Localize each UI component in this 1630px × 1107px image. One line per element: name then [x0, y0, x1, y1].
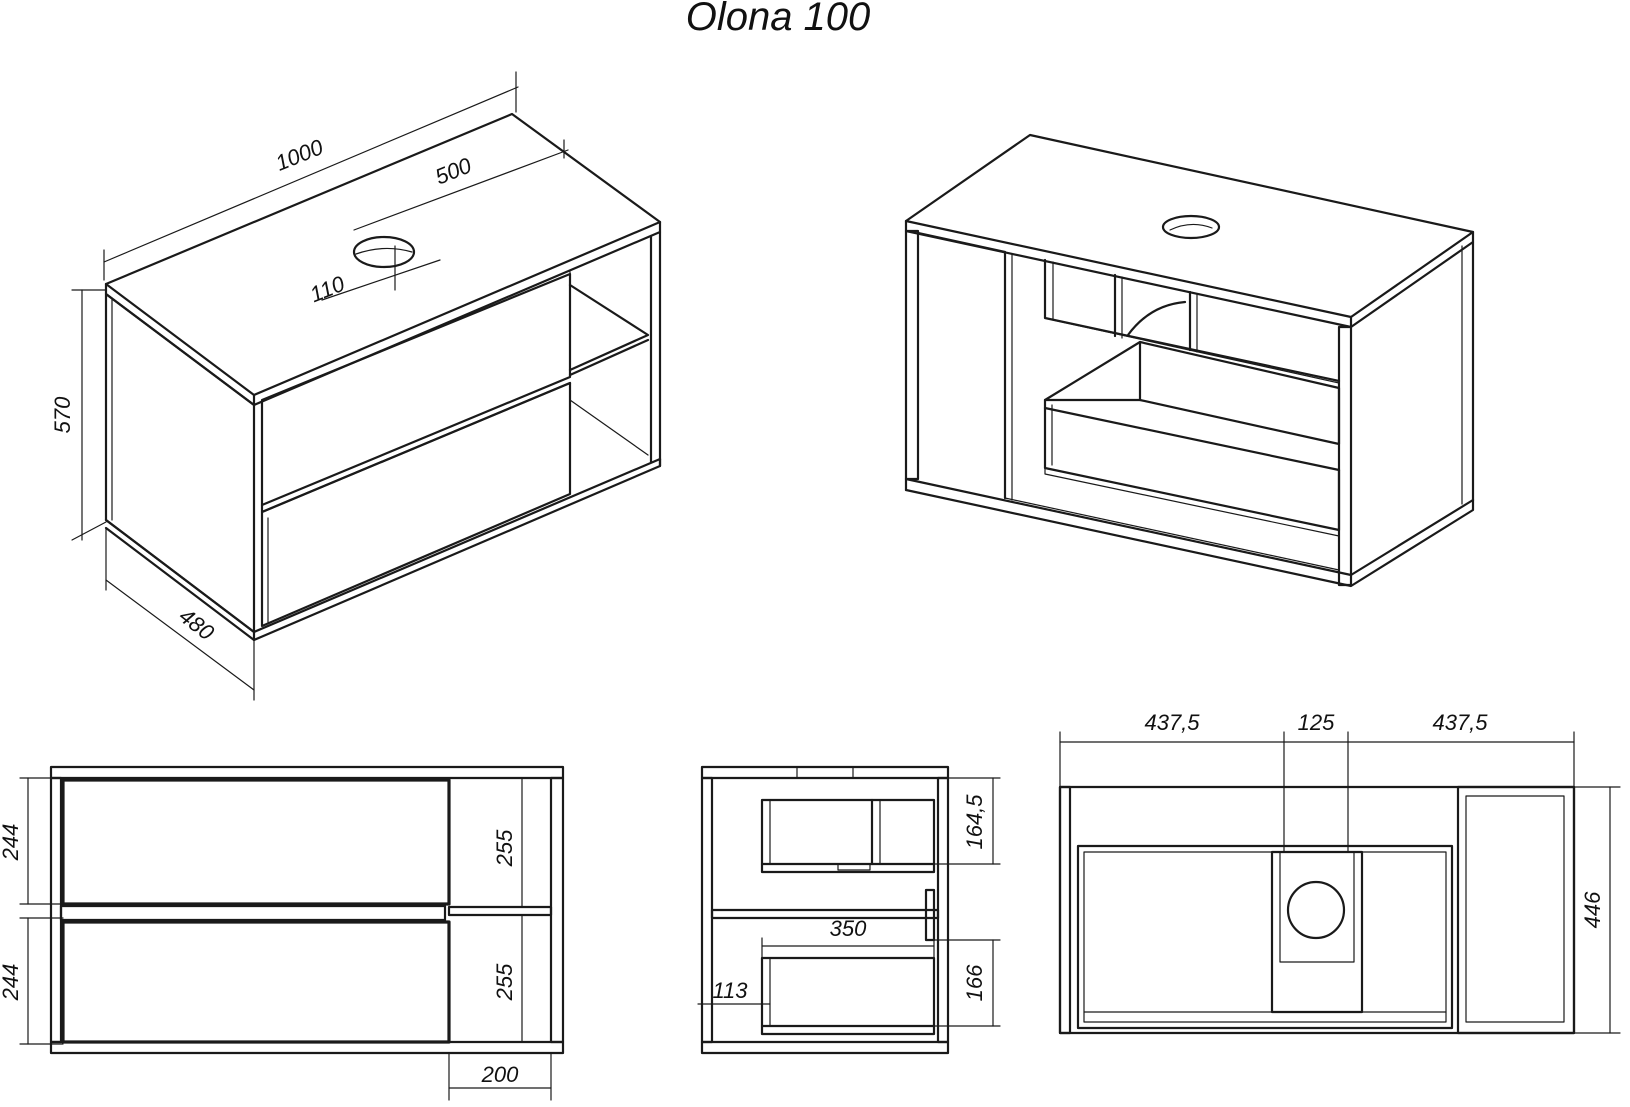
top-shelf-inner — [1465, 795, 1565, 1023]
side-bottom — [700, 1040, 950, 1055]
side-front-panel — [936, 776, 950, 1044]
side-handle — [924, 888, 936, 942]
iso2-upper-drawer-side — [1043, 258, 1341, 383]
dim-top-left-label: 437,5 — [1144, 710, 1200, 735]
top-shelf — [1456, 785, 1576, 1035]
iso2-top-face — [904, 133, 1475, 319]
side-back-panel — [700, 776, 714, 1044]
front-rail — [59, 904, 447, 922]
dim-height-ext2 — [71, 521, 107, 541]
iso2-bottom — [904, 477, 1475, 577]
iso2-inner-bottom — [1004, 497, 1340, 571]
top-drawer-inner — [1083, 851, 1447, 1023]
iso2-lower-drawer-front — [1043, 398, 1341, 532]
iso-sink-hole-inner — [355, 247, 413, 255]
dim-side-166-label: 166 — [962, 964, 987, 1001]
dim-front-255-bottom-label: 255 — [492, 963, 517, 1001]
iso-sink-hole — [352, 235, 416, 269]
dim-top-depth-label: 446 — [1580, 891, 1605, 928]
iso-top-face — [104, 112, 662, 397]
top-view — [1058, 785, 1576, 1035]
side-dimensions: 164,5 350 113 166 — [697, 777, 1001, 1027]
iso2-left-top — [916, 231, 1007, 254]
iso2-lower-drawer-top — [1043, 340, 1341, 446]
iso2-lower-drawer-edge2 — [1044, 467, 1340, 537]
side-worktop — [700, 765, 950, 780]
dim-front-244-bottom-label: 244 — [0, 964, 23, 1002]
dim-hole-diameter-label: 110 — [306, 271, 349, 308]
iso2-right-post — [1337, 325, 1353, 587]
dim-side-164-label: 164,5 — [962, 794, 987, 850]
dim-depth-line — [105, 579, 255, 691]
iso2-left-panel — [904, 229, 920, 481]
front-bottom — [49, 1040, 565, 1055]
front-left-panel — [49, 776, 63, 1044]
top-outer — [1058, 785, 1576, 1035]
dim-front-244-top-label: 244 — [0, 824, 23, 862]
iso2-sink-hole-inner — [1169, 223, 1213, 231]
dim-front-200-label: 200 — [481, 1062, 519, 1087]
drawing-title: Olona 100 — [686, 0, 871, 39]
top-dimensions: 437,5 125 437,5 446 — [1059, 710, 1621, 1034]
dim-front-255-top-label: 255 — [492, 829, 517, 867]
dim-side-350-label: 350 — [830, 916, 867, 941]
iso-lower-opening — [569, 399, 649, 456]
side-rail — [710, 908, 940, 920]
top-drawer-cut-inner — [1279, 851, 1355, 963]
top-drawer-cut — [1270, 850, 1364, 1014]
front-lower-drawer — [61, 920, 451, 1044]
front-view — [49, 765, 565, 1055]
dim-hole-offset-line — [353, 149, 569, 231]
iso-left-panel — [104, 292, 256, 634]
front-right-panel — [549, 776, 565, 1044]
iso2-siphon-cut — [1126, 300, 1187, 337]
front-dimensions: 244 244 255 255 200 — [0, 777, 552, 1101]
iso-upper-drawer — [260, 272, 572, 507]
top-drawer — [1076, 844, 1454, 1030]
iso-shelf-edge — [568, 338, 650, 377]
dim-width-line — [103, 86, 519, 263]
side-worktop-hole — [796, 766, 854, 779]
side-upper-drawer-stop — [837, 863, 871, 871]
top-sink-hole — [1286, 880, 1346, 940]
dim-height-label: 570 — [50, 396, 75, 433]
dim-top-right-label: 437,5 — [1432, 710, 1488, 735]
iso-view-open — [904, 133, 1475, 588]
dim-hole-offset-label: 500 — [431, 152, 475, 189]
iso2-lower-drawer-edge — [1043, 406, 1341, 472]
top-left-panel — [1058, 785, 1072, 1035]
iso-lower-drawer — [260, 381, 572, 628]
front-shelf — [447, 905, 553, 917]
side-lower-drawer — [760, 956, 936, 1036]
iso-view-closed — [104, 112, 662, 642]
iso2-bottom2 — [904, 488, 1475, 588]
dim-hole-diameter-line — [321, 259, 441, 301]
side-view — [700, 765, 950, 1055]
iso2-upper-drawer-bottom — [1052, 319, 1340, 384]
front-worktop — [49, 765, 565, 780]
side-upper-drawer — [760, 798, 936, 874]
dim-top-center-label: 125 — [1298, 710, 1335, 735]
dim-width-label: 1000 — [272, 134, 327, 176]
iso-shelf — [568, 283, 650, 372]
front-upper-drawer — [61, 778, 451, 906]
iso2-sink-hole — [1161, 214, 1221, 240]
dim-side-113-label: 113 — [712, 978, 748, 1003]
